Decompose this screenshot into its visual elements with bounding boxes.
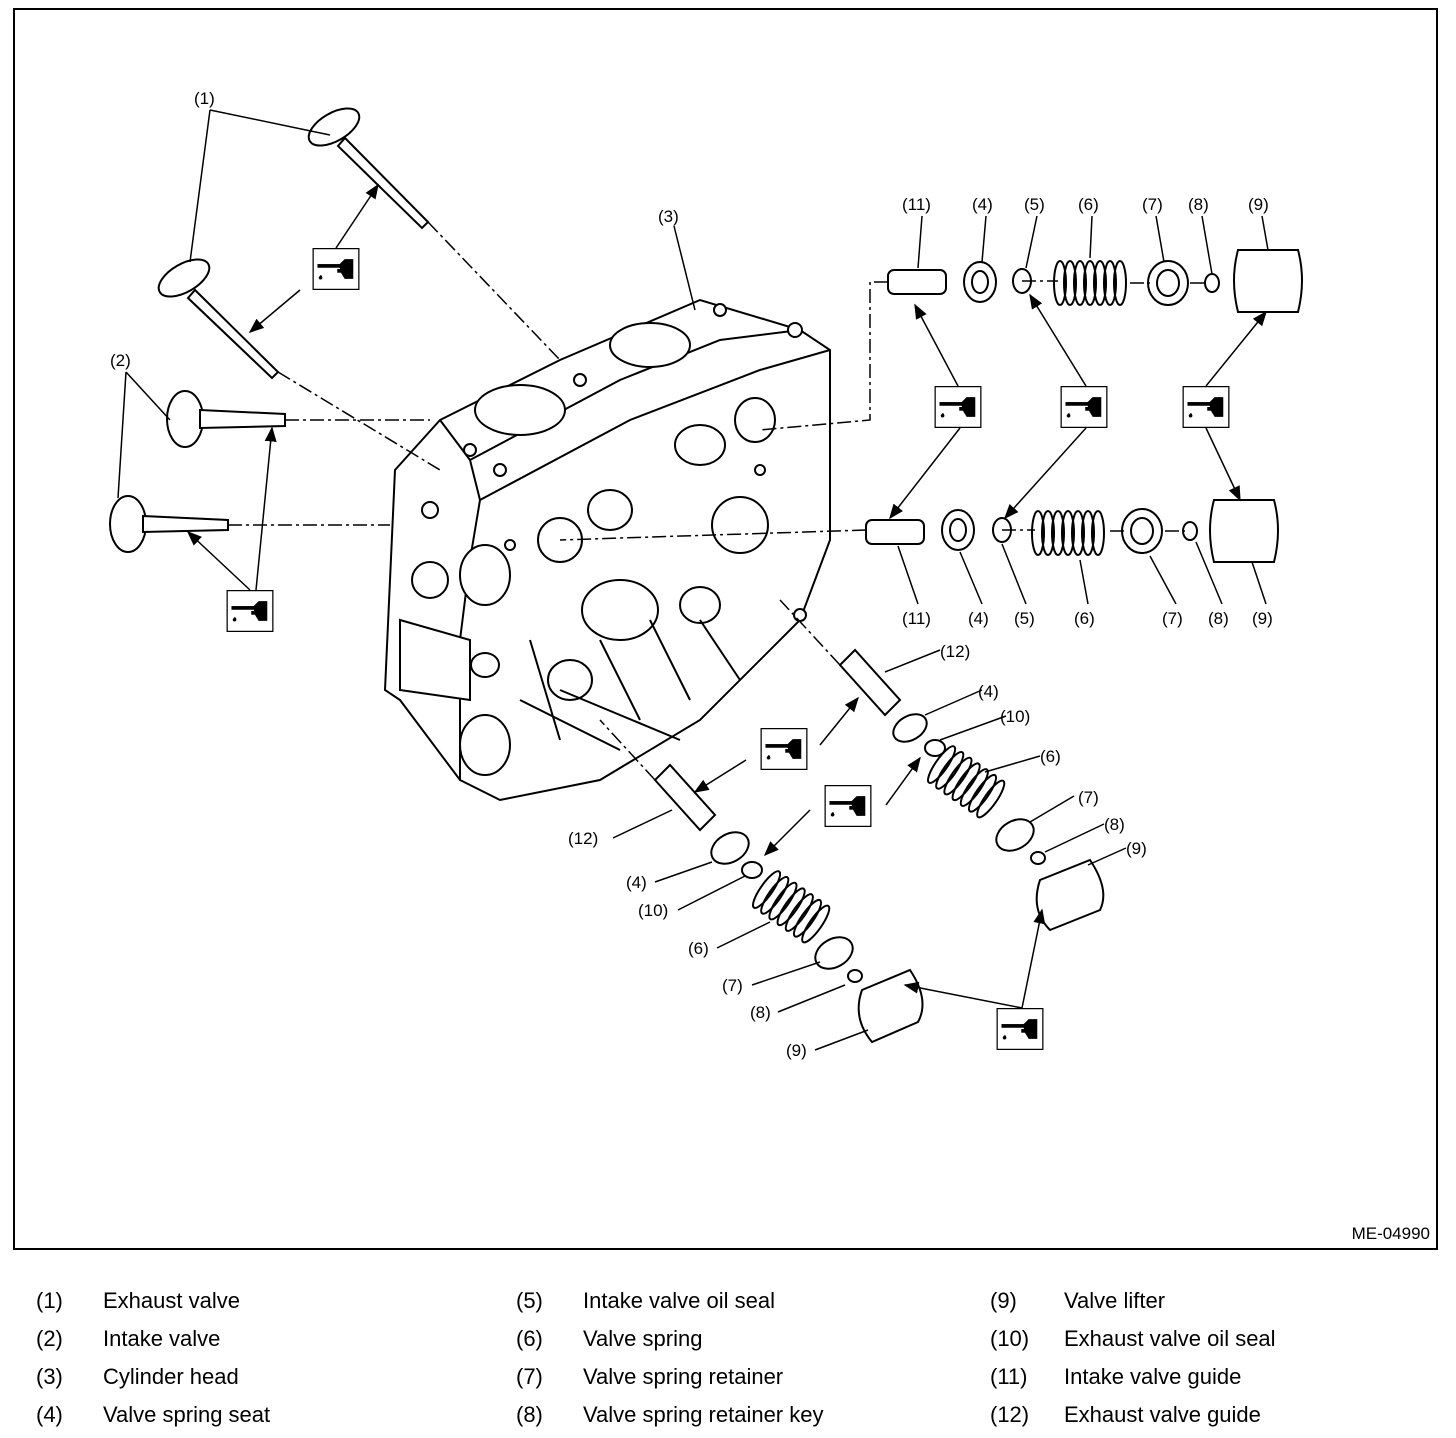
legend-number: (11) [990, 1364, 1028, 1389]
legend-number: (3) [36, 1364, 63, 1389]
callout-label: (12) [568, 829, 598, 848]
legend: (1) Exhaust valve (2) Intake valve (3) Cylind… [0, 1280, 1456, 1430]
callout-label: (4) [972, 195, 993, 214]
oil-icon [824, 785, 872, 827]
callout-labels: (1)(2)(3)(11)(4)(5)(6)(7)(8)(9)(11)(4)(5… [110, 89, 1273, 1060]
legend-label: Valve spring [583, 1326, 703, 1351]
legend-number: (7) [516, 1364, 543, 1389]
oil-icon [1060, 386, 1108, 428]
legend-label: Valve lifter [1064, 1288, 1166, 1313]
assembly-lines [228, 221, 1205, 781]
callout-label: (9) [1248, 195, 1269, 214]
callout-label: (6) [1040, 747, 1061, 766]
callout-label: (9) [1252, 609, 1273, 628]
callout-label: (5) [1014, 609, 1035, 628]
callout-label: (3) [658, 207, 679, 226]
diagram-frame: ME-04990 [13, 8, 1438, 1250]
callout-label: (7) [722, 976, 743, 995]
legend-number: (10) [990, 1326, 1030, 1351]
legend-label: Exhaust valve guide [1064, 1402, 1261, 1427]
oil-icon [226, 590, 274, 632]
oil-icon [934, 386, 982, 428]
diagram-code: ME-04990 [1351, 1224, 1430, 1243]
oil-icon [760, 728, 808, 770]
callout-label: (4) [626, 873, 647, 892]
callout-label: (5) [1024, 195, 1045, 214]
callout-label: (10) [638, 901, 668, 920]
intake-parts-lower [865, 499, 1279, 563]
legend-number: (1) [36, 1288, 63, 1313]
intake-parts-upper [887, 249, 1303, 313]
legend-number: (5) [516, 1288, 543, 1313]
leader-arrows [117, 109, 1269, 1051]
callout-label: (8) [1188, 195, 1209, 214]
legend-label: Valve spring seat [103, 1402, 271, 1427]
callout-label: (6) [1074, 609, 1095, 628]
callout-label: (7) [1142, 195, 1163, 214]
callout-label: (9) [1126, 839, 1147, 858]
callout-label: (1) [194, 89, 215, 108]
callout-label: (6) [688, 939, 709, 958]
legend-number: (8) [516, 1402, 543, 1427]
callout-label: (8) [1208, 609, 1229, 628]
callout-label: (11) [902, 195, 931, 214]
callout-label: (6) [1078, 195, 1099, 214]
exhaust-parts-left [653, 763, 924, 1044]
callout-label: (9) [786, 1041, 807, 1060]
callout-label: (12) [940, 642, 970, 661]
legend-number: (12) [990, 1402, 1030, 1427]
legend-label: Intake valve oil seal [583, 1288, 775, 1313]
callout-label: (11) [902, 609, 931, 628]
exploded-view-diagram: (1)(2)(3)(11)(4)(5)(6)(7)(8)(9)(11)(4)(5… [109, 89, 1303, 1060]
oil-icon [312, 248, 360, 290]
legend-label: Valve spring retainer [583, 1364, 784, 1389]
callout-label: (8) [1104, 815, 1125, 834]
callout-label: (10) [1000, 707, 1030, 726]
exhaust-valves [157, 107, 430, 380]
intake-valves [109, 390, 286, 553]
cylinder-head [383, 298, 831, 802]
legend-label: Intake valve [103, 1326, 221, 1351]
callout-label: (4) [968, 609, 989, 628]
legend-number: (6) [516, 1326, 543, 1351]
exhaust-parts-right [838, 648, 1105, 932]
legend-number: (4) [36, 1402, 63, 1427]
legend-label: Cylinder head [103, 1364, 239, 1389]
callout-label: (7) [1162, 609, 1183, 628]
callout-label: (2) [110, 351, 131, 370]
callout-label: (8) [750, 1003, 771, 1022]
legend-number: (9) [990, 1288, 1017, 1313]
legend-label: Intake valve guide [1064, 1364, 1242, 1389]
legend-label: Exhaust valve oil seal [1064, 1326, 1276, 1351]
legend-label: Exhaust valve [103, 1288, 240, 1313]
legend-label: Valve spring retainer key [583, 1402, 824, 1427]
callout-label: (4) [978, 682, 999, 701]
legend-number: (2) [36, 1326, 63, 1351]
oil-icon [996, 1008, 1044, 1050]
callout-label: (7) [1078, 788, 1099, 807]
oil-icon [1182, 386, 1230, 428]
